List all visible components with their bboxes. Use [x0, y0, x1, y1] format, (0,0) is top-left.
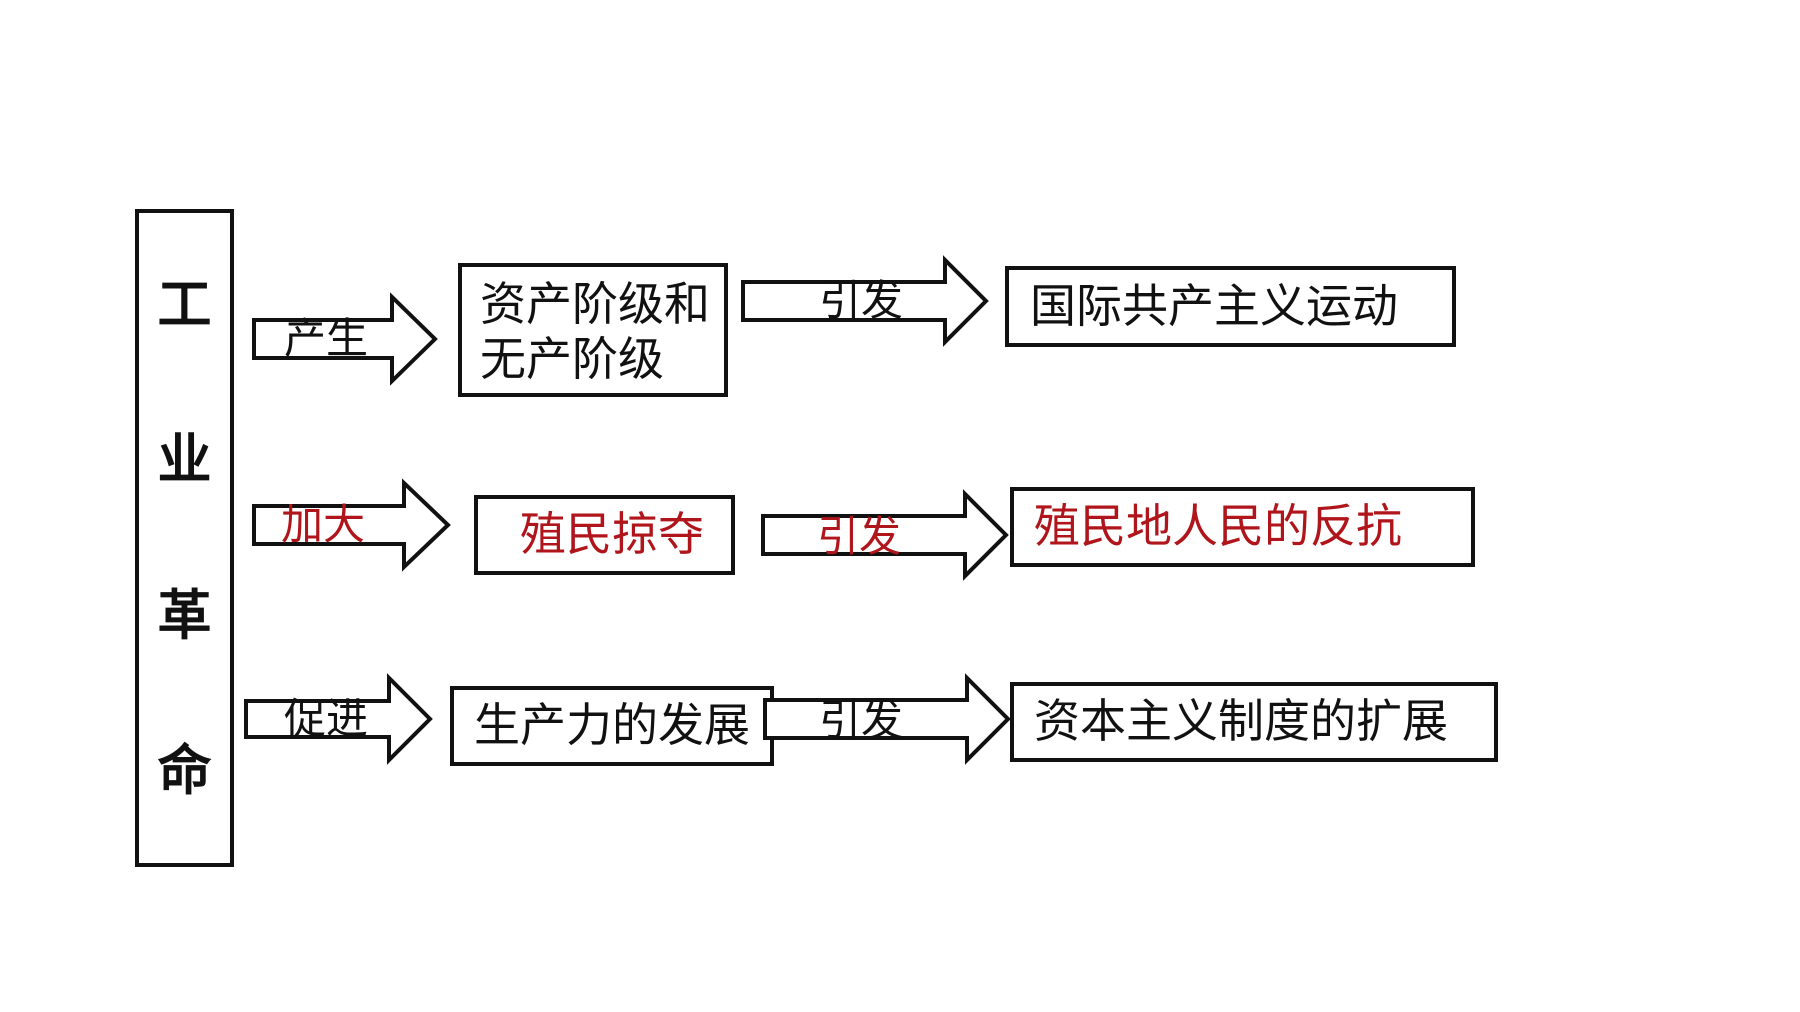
- arrow-increase: 加大: [252, 478, 452, 572]
- arrow-label-trigger-1: 引发: [819, 276, 904, 325]
- communist-movement-text: 国际共产主义运动: [1030, 278, 1398, 333]
- capitalism-expansion-text: 资本主义制度的扩展: [1034, 694, 1448, 749]
- industrial-revolution-box: 工 业 革 命: [135, 209, 234, 867]
- colonial-resistance-box: 殖民地人民的反抗: [1010, 487, 1475, 567]
- arrow-promote: 促进: [244, 673, 433, 765]
- right-arrow-icon: [252, 292, 438, 386]
- arrow-label-trigger-3: 引发: [819, 696, 904, 745]
- right-arrow-icon: [252, 478, 451, 572]
- class-line-2: 无产阶级: [480, 332, 664, 387]
- right-arrow-icon: [741, 255, 989, 347]
- arrow-label-increase: 加大: [281, 500, 366, 549]
- class-line-1: 资产阶级和: [480, 277, 710, 331]
- colonial-resistance-text: 殖民地人民的反抗: [1034, 499, 1402, 554]
- main-char: 工: [157, 272, 212, 336]
- right-arrow-icon: [244, 673, 433, 765]
- arrow-label-promote: 促进: [284, 694, 369, 743]
- arrow-label-produce: 产生: [284, 314, 369, 363]
- arrow-trigger-1: 引发: [741, 255, 989, 347]
- colonial-plunder-box: 殖民掠夺: [474, 495, 735, 575]
- arrow-label-trigger-2: 引发: [817, 512, 902, 561]
- arrow-produce: 产生: [252, 292, 438, 386]
- productivity-text: 生产力的发展: [474, 698, 750, 753]
- right-arrow-icon: [761, 489, 1009, 581]
- communist-movement-box: 国际共产主义运动: [1005, 266, 1456, 347]
- arrow-trigger-2: 引发: [761, 489, 1009, 581]
- main-char: 革: [157, 583, 212, 647]
- class-box: 资产阶级和 无产阶级: [458, 263, 728, 397]
- productivity-box: 生产力的发展: [450, 686, 774, 766]
- main-char: 命: [157, 739, 212, 803]
- capitalism-expansion-box: 资本主义制度的扩展: [1010, 682, 1498, 762]
- main-char: 业: [157, 428, 212, 492]
- colonial-plunder-text: 殖民掠夺: [520, 507, 704, 562]
- arrow-trigger-3: 引发: [763, 673, 1011, 765]
- right-arrow-icon: [763, 673, 1011, 765]
